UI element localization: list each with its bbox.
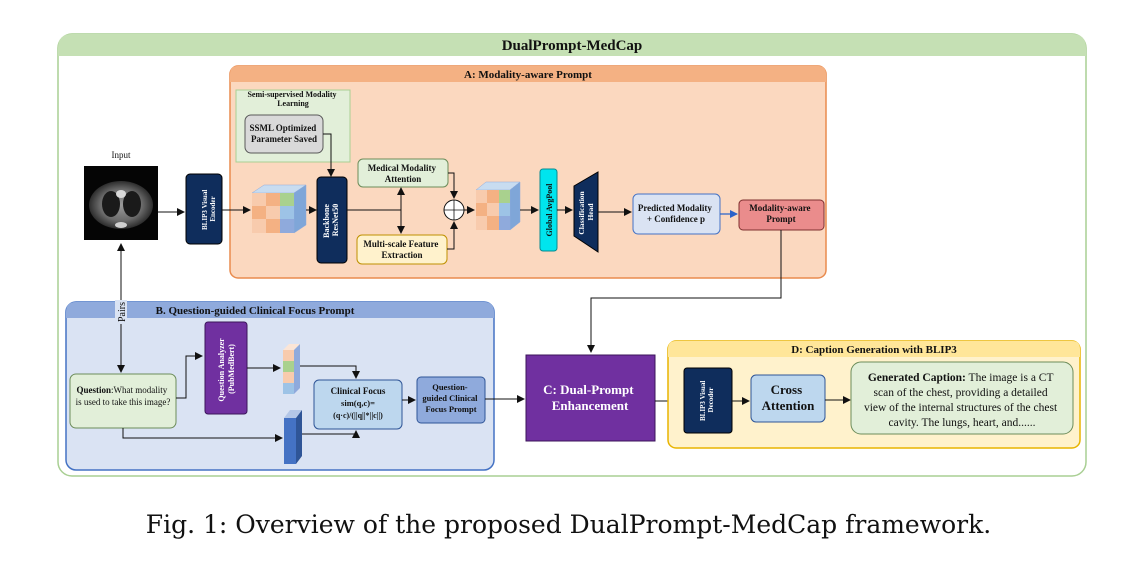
input-label: Input [112,150,131,160]
clinical-focus-formula-2: (q·c)/(||q||*||c||) [333,411,383,420]
visual-encoder-label: BLIP3 Visual Encoder [201,188,217,230]
focus-prompt-label: Question- guided Clinical Focus Prompt [422,382,479,414]
question-analyzer-box [204,321,248,415]
clinical-focus-title: Clinical Focus [331,386,386,396]
text-embedding-bar [284,410,302,464]
ssml-group-label: Semi-supervised Modality Learning [247,90,338,108]
section-d-title: D: Caption Generation with BLIP3 [791,344,957,356]
predicted-modality-label: Predicted Modality + Confidence p [638,203,714,224]
section-c-box [525,354,656,442]
pairs-label: Pairs [117,302,128,322]
question-feature-stack [283,344,300,394]
figure-caption: Fig. 1: Overview of the proposed DualPro… [145,510,992,539]
clinical-focus-box [313,379,403,430]
ct-scan-body [89,181,153,229]
modality-prompt-label: Modality-aware Prompt [749,203,813,224]
multiscale-label: Multi-scale Feature Extraction [363,239,440,260]
diagram-title: DualPrompt-MedCap [502,38,643,54]
feature-cube-2 [475,181,521,231]
visual-decoder-label: BLIP3 Visual Decoder [699,379,715,421]
cross-attention-label: Cross Attention [762,382,815,413]
section-c-label: C: Dual-Prompt Enhancement [543,382,637,413]
classification-head [573,171,599,253]
classification-head-label: Classification Head [577,189,595,234]
backbone-box [316,176,348,264]
focus-prompt-box [416,376,486,424]
ssml-param-label: SSML Optimized Parameter Saved [249,123,318,144]
question-text: Question:What modality is used to take t… [76,385,171,407]
feature-cube-1 [251,184,307,234]
generated-caption-text: Generated Caption: The image is a CT sca… [864,372,1060,429]
backbone-label: Backbone ResNet50 [322,202,340,238]
avgpool-label: Global AvgPool [545,183,554,237]
clinical-focus-formula-1: sim(q,c)= [341,398,375,408]
question-analyzer-label: Question Analyzer (PubMedBert) [217,336,236,401]
generated-caption-box [850,361,1074,435]
visual-encoder-box [185,173,223,245]
section-b-title: B. Question-guided Clinical Focus Prompt [156,305,355,317]
title-bar [58,34,1086,56]
cross-attention-box [750,374,826,423]
framework-diagram: DualPrompt-MedCap A: Modality-aware Prom… [57,33,1087,477]
section-a-title: A: Modality-aware Prompt [464,69,592,81]
medical-attention-label: Medical Modality Attention [368,163,439,184]
